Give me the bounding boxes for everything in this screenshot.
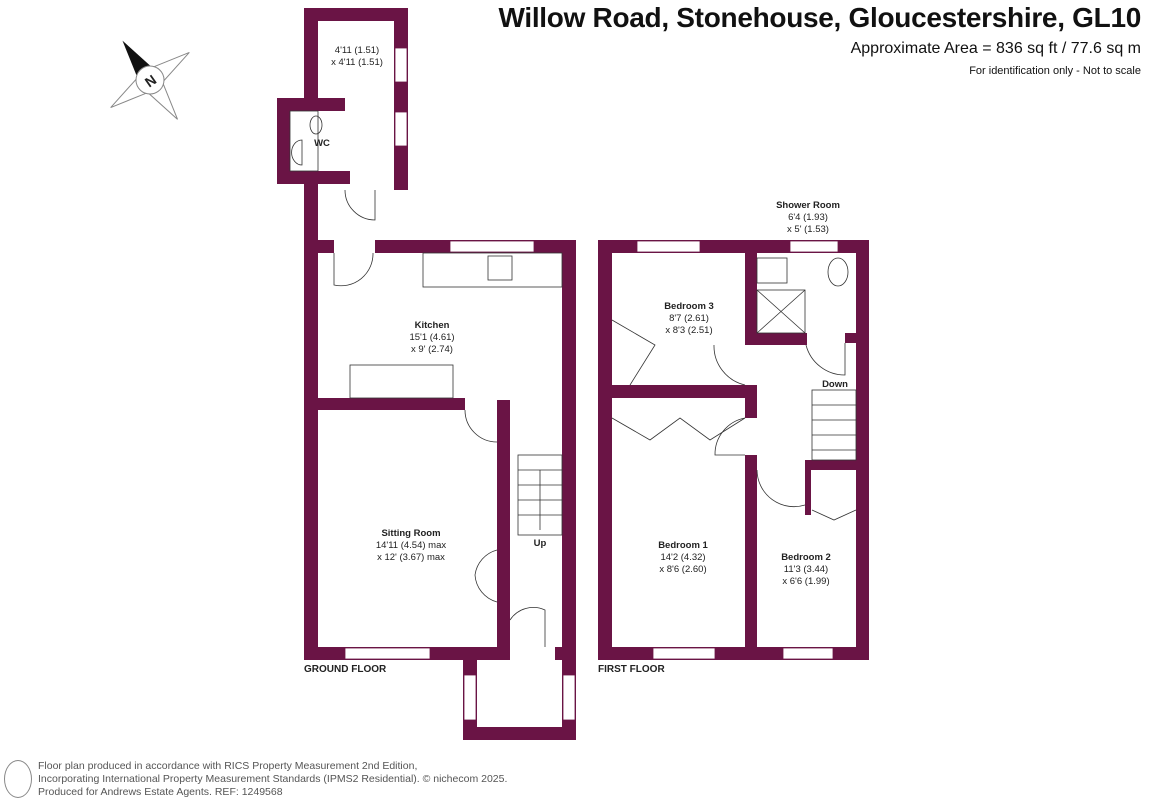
stairs-down-label: Down: [822, 379, 848, 390]
footer-notes: Floor plan produced in accordance with R…: [38, 760, 507, 799]
scale-note: For identification only - Not to scale: [969, 65, 1141, 77]
first-floor-label: FIRST FLOOR: [598, 664, 665, 675]
kitchen-label: Kitchen: [415, 320, 450, 331]
bedroom2-dim1: 11'3 (3.44): [784, 564, 828, 575]
footer-line-3: Produced for Andrews Estate Agents. REF:…: [38, 786, 283, 798]
stairs-up-label: Up: [534, 538, 547, 549]
bedroom1-dim1: 14'2 (4.32): [660, 552, 705, 563]
bedroom3-dim2: x 8'3 (2.51): [665, 325, 712, 336]
shower-room-label: Shower Room: [776, 200, 840, 211]
footer-line-2: Incorporating International Property Mea…: [38, 773, 508, 785]
porch-dim1: 4'11 (1.51): [335, 45, 379, 56]
porch-dim2: x 4'11 (1.51): [331, 57, 383, 68]
bedroom2-label: Bedroom 2: [781, 552, 831, 563]
wc-label: WC: [314, 138, 330, 149]
footer-line-1: Floor plan produced in accordance with R…: [38, 760, 418, 772]
property-title: Willow Road, Stonehouse, Gloucestershire…: [498, 2, 1141, 33]
compass-icon: [110, 40, 190, 120]
kitchen-dim1: 15'1 (4.61): [409, 332, 454, 343]
sitting-room-dim1: 14'11 (4.54) max: [376, 540, 447, 551]
bedroom2-dim2: x 6'6 (1.99): [782, 576, 829, 587]
approximate-area: Approximate Area = 836 sq ft / 77.6 sq m: [850, 40, 1141, 57]
sitting-room-dim2: x 12' (3.67) max: [377, 552, 445, 563]
ground-floor-walls: [277, 8, 576, 740]
bedroom3-dim1: 8'7 (2.61): [669, 313, 709, 324]
bedroom3-label: Bedroom 3: [664, 301, 714, 312]
shower-room-dim1: 6'4 (1.93): [788, 212, 828, 223]
first-floor-walls: [598, 240, 869, 660]
shower-room-dim2: x 5' (1.53): [787, 224, 829, 235]
bedroom1-label: Bedroom 1: [658, 540, 708, 551]
sitting-room-label: Sitting Room: [381, 528, 440, 539]
person-info-icon: [4, 760, 32, 798]
ground-floor-label: GROUND FLOOR: [304, 664, 387, 675]
kitchen-dim2: x 9' (2.74): [411, 344, 453, 355]
bedroom1-dim2: x 8'6 (2.60): [659, 564, 706, 575]
